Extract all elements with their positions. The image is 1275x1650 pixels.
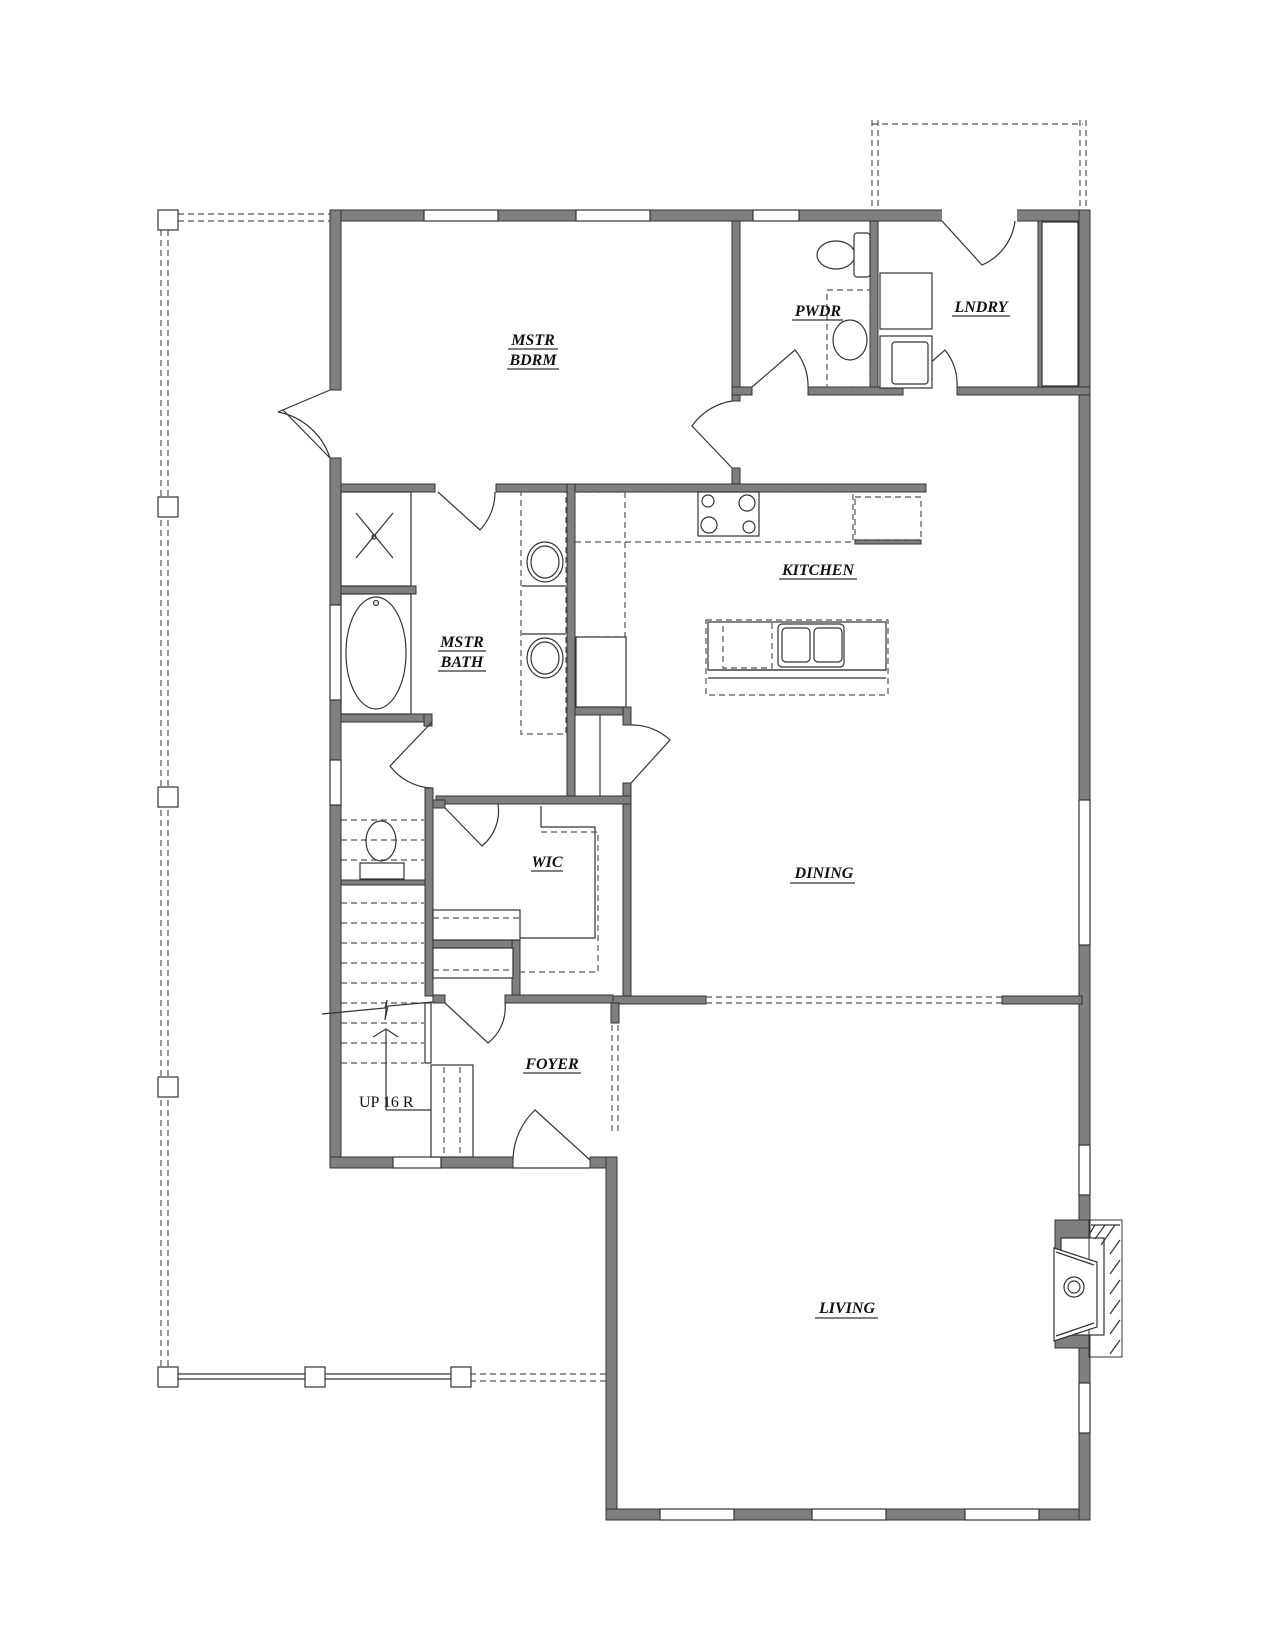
window xyxy=(392,1156,442,1169)
stairs xyxy=(321,819,474,1158)
interior-walls xyxy=(340,220,1091,1064)
fixtures xyxy=(321,221,1079,1158)
door-swing xyxy=(277,389,331,459)
window xyxy=(329,604,342,701)
window xyxy=(329,759,342,806)
exterior-walls xyxy=(329,209,1091,1521)
front-porch xyxy=(157,209,612,1388)
porch-post xyxy=(157,1366,179,1388)
shower xyxy=(340,491,412,587)
cooktop xyxy=(697,491,760,537)
room-label-kitchen: KITCHEN xyxy=(781,562,855,579)
porch-post xyxy=(157,786,179,808)
porch-post xyxy=(157,1076,179,1098)
dryer xyxy=(879,272,933,330)
window xyxy=(423,209,499,222)
washer xyxy=(879,335,933,389)
room-label-mstr-bath: BATH xyxy=(440,654,484,671)
room-label-pwdr: PWDR xyxy=(794,303,842,320)
cased-openings xyxy=(611,996,1002,1135)
room-label-living: LIVING xyxy=(818,1300,875,1317)
room-label-lndry: LNDRY xyxy=(953,299,1008,316)
kitchen-sink xyxy=(777,623,845,668)
room-label-mstr-bath: MSTR xyxy=(439,634,484,651)
window xyxy=(811,1508,887,1521)
room-label-dining: DINING xyxy=(794,865,854,882)
window xyxy=(1078,799,1091,946)
stair-note: UP 16 R xyxy=(359,1094,414,1111)
toilet xyxy=(365,820,397,862)
room-label-mstr-bdrm: MSTR xyxy=(510,332,555,349)
room-label-wic: WIC xyxy=(531,854,562,871)
window xyxy=(575,209,651,222)
window xyxy=(659,1508,735,1521)
rear-porch xyxy=(871,120,1087,210)
doors xyxy=(277,220,1016,1169)
refrigerator xyxy=(854,496,922,541)
porch-post xyxy=(157,496,179,518)
porch-post xyxy=(450,1366,472,1388)
sink xyxy=(526,541,564,583)
sink xyxy=(526,637,564,679)
window xyxy=(1078,1382,1091,1434)
sink xyxy=(832,319,868,361)
toilet xyxy=(816,240,856,270)
room-label-mstr-bdrm: BDRM xyxy=(508,352,557,369)
vanity xyxy=(520,491,567,735)
window xyxy=(964,1508,1040,1521)
fireplace xyxy=(1053,1219,1123,1358)
porch-post xyxy=(157,209,179,231)
bathtub xyxy=(340,593,412,715)
window xyxy=(752,209,800,222)
window xyxy=(1078,1144,1091,1196)
porch-post xyxy=(304,1366,326,1388)
room-label-foyer: FOYER xyxy=(524,1056,579,1073)
kitchen-island xyxy=(705,619,889,696)
room-labels: MSTR BDRM PWDR LNDRY KITCHEN MSTR BATH W… xyxy=(359,299,1010,1319)
